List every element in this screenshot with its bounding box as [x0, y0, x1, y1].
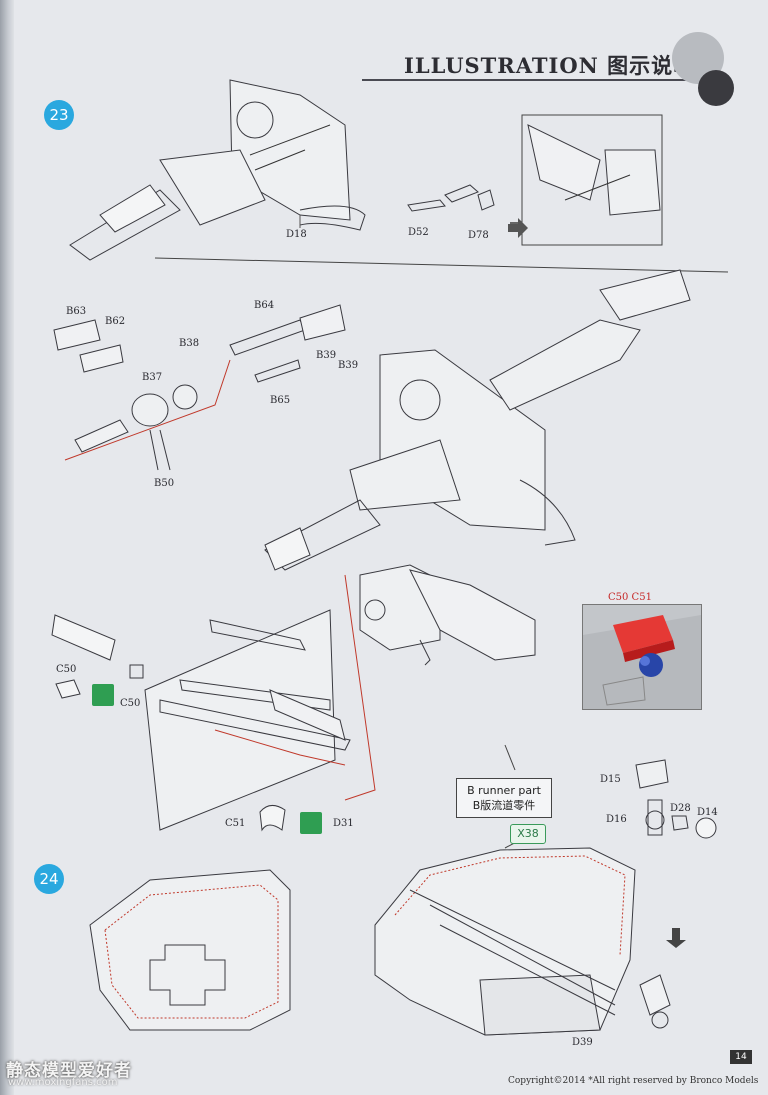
- label-b37: B37: [142, 372, 163, 383]
- watermark-text: 静态模型爱好者: [6, 1061, 132, 1081]
- label-b65: B65: [270, 395, 291, 406]
- step-23-badge: 23: [44, 100, 74, 130]
- label-d52: D52: [408, 227, 429, 238]
- quantity-badge: X38: [510, 824, 546, 844]
- label-d31: D31: [333, 818, 354, 829]
- header-rule: [362, 79, 707, 81]
- runner-label-cn: B版流道零件: [472, 799, 536, 812]
- photo-caption: C50 C51: [608, 592, 652, 603]
- label-c51: C51: [225, 818, 246, 829]
- step-24-badge: 24: [34, 864, 64, 894]
- label-b64: B64: [254, 300, 275, 311]
- label-d16: D16: [606, 814, 627, 825]
- label-b39-right: B39: [338, 360, 359, 371]
- label-b39-left: B39: [316, 350, 337, 361]
- label-d14: D14: [697, 807, 718, 818]
- step23-receiver-closeup: [359, 564, 536, 666]
- label-b62: B62: [105, 316, 126, 327]
- step23-detail-inset: [521, 114, 663, 246]
- step24-turret: [374, 847, 671, 1036]
- label-d15: D15: [600, 774, 621, 785]
- label-d78: D78: [468, 230, 489, 241]
- label-d18: D18: [286, 229, 307, 240]
- label-c50-part: C50: [56, 664, 77, 675]
- step23-gun-assembly: [69, 79, 366, 261]
- step24-hull-top: [89, 869, 291, 1031]
- label-d28: D28: [670, 803, 691, 814]
- glue-icon: [92, 684, 114, 706]
- label-c50: C50: [120, 698, 141, 709]
- book-spine: [0, 0, 14, 1095]
- label-b63: B63: [66, 306, 87, 317]
- step23-sight-parts: [635, 759, 717, 839]
- copyright-text: Copyright©2014 *All right reserved by Br…: [508, 1076, 759, 1086]
- page-number: 14: [730, 1050, 752, 1064]
- step23-full-gun-assembly: [264, 269, 691, 571]
- label-b38: B38: [179, 338, 200, 349]
- runner-callout: B runner part B版流道零件: [456, 778, 552, 818]
- step23-exploded-parts: [53, 304, 346, 471]
- watermark-url: www.moxingfans.com: [8, 1077, 118, 1088]
- label-b50: B50: [154, 478, 175, 489]
- glue-icon: [300, 812, 322, 834]
- photo-render: [583, 605, 701, 709]
- page-title: ILLUSTRATION 图示说明:: [404, 53, 704, 78]
- runner-label-en: B runner part: [467, 784, 541, 797]
- step23-mount-assembly: [51, 609, 351, 831]
- photo-inset: [582, 604, 702, 710]
- label-d39: D39: [572, 1037, 593, 1048]
